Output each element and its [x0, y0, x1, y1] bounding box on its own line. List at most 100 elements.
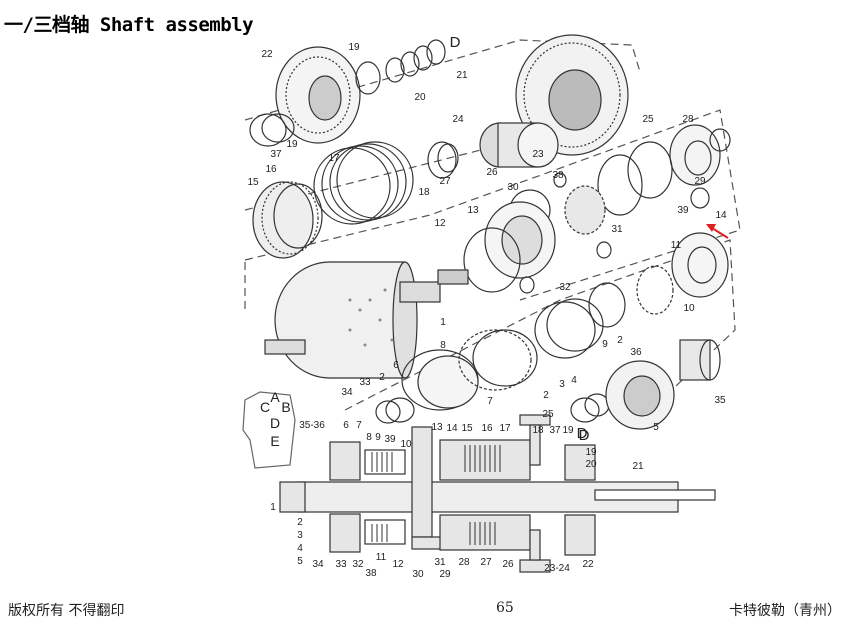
callout-label: 18: [532, 425, 544, 436]
callout-label: 22: [261, 49, 273, 60]
callout-label: 10: [400, 439, 412, 450]
callout-label: 17: [499, 423, 511, 434]
callout-label: 34: [341, 387, 353, 398]
shaft-assembly-exploded-diagram: 2219D21203719252423262718171615282938391…: [242, 34, 741, 580]
callout-label: 12: [434, 218, 446, 229]
footer-company: 卡特彼勒（青州）: [729, 603, 841, 619]
callout-label: 11: [376, 552, 387, 563]
callout-label: 38: [552, 170, 564, 181]
hub-24: [479, 122, 559, 168]
callout-label: D: [579, 427, 590, 444]
callout-label: 20: [585, 459, 597, 470]
callout-label: 35: [714, 395, 726, 406]
callout-label: 6: [343, 420, 349, 431]
callout-label: 32: [352, 559, 364, 570]
callout-label: 1: [440, 317, 446, 328]
callout-label: 3: [559, 379, 565, 390]
callout-label: 5: [653, 422, 659, 433]
footer-copyright: 版权所有 不得翻印: [8, 603, 125, 619]
callout-label: 28: [458, 557, 470, 568]
clutch-discs: [252, 141, 414, 259]
orientation-letter: E: [270, 433, 279, 449]
callout-label: 11: [671, 240, 682, 251]
callout-label: 14: [446, 423, 458, 434]
callout-label: 19: [286, 139, 298, 150]
callout-label: 18: [418, 187, 430, 198]
callout-label: 1: [270, 502, 276, 513]
callout-label: 19: [348, 42, 360, 53]
callout-label: 14: [715, 210, 727, 221]
callout-label: 24: [452, 114, 464, 125]
callout-label: 38: [365, 568, 377, 579]
orientation-sketch: [242, 391, 296, 469]
callout-label: 19: [562, 425, 574, 436]
callout-label: 15: [247, 177, 259, 188]
main-shaft-1: [264, 261, 469, 379]
orientation-letter: D: [270, 415, 280, 431]
callout-label: 30: [507, 182, 519, 193]
callout-label: 22: [582, 559, 594, 570]
callout-label: 9: [375, 432, 381, 443]
rings-20-21: [355, 39, 446, 95]
callout-label: 13: [431, 422, 443, 433]
callout-label: 19: [585, 447, 597, 458]
callout-label: 2: [379, 372, 385, 383]
red-arrow-icon: [706, 224, 729, 239]
callout-label: 29: [439, 569, 451, 580]
callout-label: 8: [366, 432, 372, 443]
orientation-letter: A: [270, 389, 280, 405]
callout-label: 26: [502, 559, 514, 570]
callout-label: 23: [532, 149, 544, 160]
callout-label: 37: [549, 425, 561, 436]
callout-label: 32: [559, 282, 571, 293]
callout-label: 30: [412, 569, 424, 580]
footer-page-number: 65: [496, 600, 514, 616]
callout-label: 23-24: [544, 563, 570, 574]
callout-label: 29: [694, 176, 706, 187]
callout-label: 2: [297, 517, 303, 528]
callout-label: 6: [393, 360, 399, 371]
callout-label: 39: [677, 205, 689, 216]
callout-label: 25: [642, 114, 654, 125]
callout-label: 16: [265, 164, 277, 175]
callout-label: 4: [571, 375, 577, 386]
callout-label: 7: [356, 420, 362, 431]
callout-label: 2: [543, 390, 549, 401]
callout-label: 36: [630, 347, 642, 358]
callout-label: 20: [414, 92, 426, 103]
callout-label: 3: [297, 530, 303, 541]
callout-label: 25: [542, 409, 554, 420]
callout-label: 28: [682, 114, 694, 125]
callout-label: 34: [312, 559, 324, 570]
piston-group: [463, 124, 731, 328]
callout-label: 33: [359, 377, 371, 388]
callout-label: 26: [486, 167, 498, 178]
callout-label: 37: [270, 149, 282, 160]
callout-label: 7: [487, 396, 493, 407]
callout-label: 16: [481, 423, 493, 434]
lower-clutch-group: [375, 298, 721, 430]
callout-label: 27: [439, 176, 451, 187]
callout-label: 15: [461, 423, 473, 434]
callout-label: 9: [602, 339, 608, 350]
callout-label: 39: [384, 434, 396, 445]
callout-label: 31: [611, 224, 623, 235]
callout-label: 21: [456, 70, 468, 81]
orientation-letter: C: [260, 399, 270, 415]
callout-label: 5: [297, 556, 303, 567]
callout-label: 17: [328, 153, 340, 164]
callout-label: 2: [617, 335, 623, 346]
callout-label: 31: [434, 557, 446, 568]
callout-label: D: [450, 34, 461, 51]
callout-label: D: [577, 425, 588, 442]
page-title: 一/三档轴 Shaft assembly: [4, 14, 254, 36]
cross-section: [279, 414, 716, 573]
callout-label: 10: [683, 303, 695, 314]
gear-22: [275, 46, 361, 144]
callout-label: 35-36: [299, 420, 325, 431]
callout-label: 13: [467, 205, 479, 216]
callout-label: 4: [297, 543, 303, 554]
callout-label: 8: [440, 340, 446, 351]
